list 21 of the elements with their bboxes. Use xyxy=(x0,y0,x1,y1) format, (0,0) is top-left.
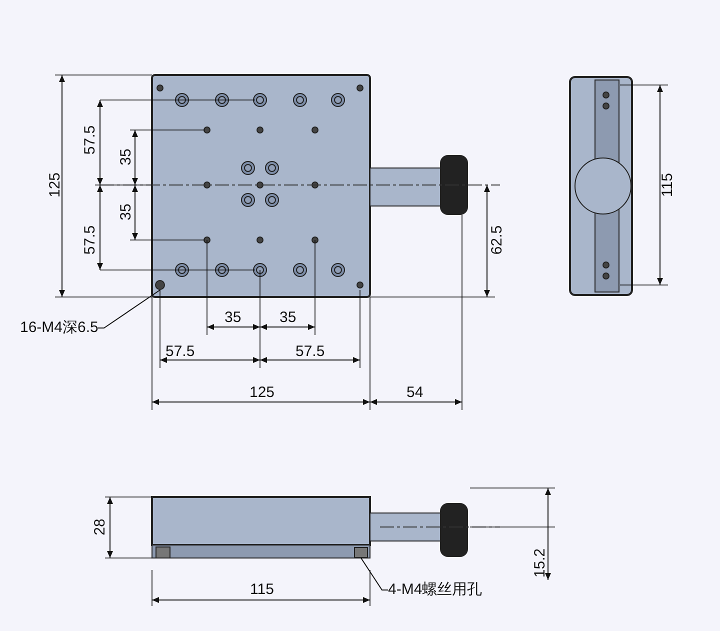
dimension-value: 115 xyxy=(660,173,676,197)
dimension-value: 15.2 xyxy=(532,548,548,578)
dimension-value: 35 xyxy=(280,310,296,326)
dimension-value: 115 xyxy=(250,582,274,598)
dimension-value: 57.5 xyxy=(82,125,98,155)
dimension-value: 28 xyxy=(92,518,108,536)
dimension-value: 35 xyxy=(118,204,134,220)
dimension-value: 35 xyxy=(118,148,134,166)
leader-line xyxy=(98,290,160,328)
leader-line xyxy=(360,558,388,590)
dimension-value: 125 xyxy=(250,385,275,401)
dimension-value: 125 xyxy=(47,172,64,198)
dimension-value: 62.5 xyxy=(489,225,506,255)
dimension-value: 35 xyxy=(224,310,242,326)
dimension-value: 57.5 xyxy=(166,344,195,360)
callout-note: 16-M4深6.5 xyxy=(20,320,98,336)
callout-note: 4-M4螺丝用孔 xyxy=(388,582,482,598)
dimension-value: 54 xyxy=(406,385,424,401)
dimension-value: 57.5 xyxy=(82,225,98,255)
mounting-foot xyxy=(354,547,368,558)
dimension-value: 57.5 xyxy=(296,344,325,360)
